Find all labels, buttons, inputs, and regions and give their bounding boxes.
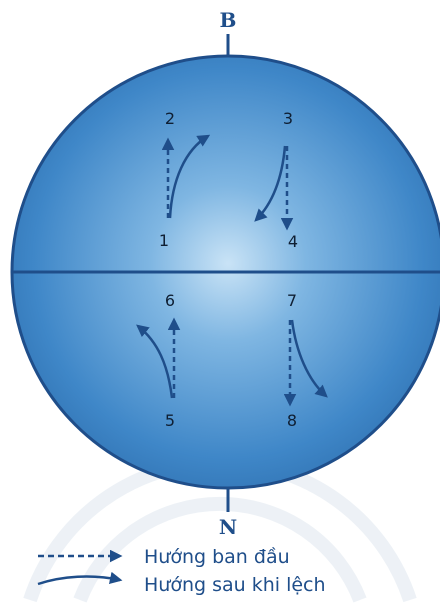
legend-dashed-label: Hướng ban đầu [144, 546, 290, 568]
legend: Hướng ban đầu Hướng sau khi lệch [37, 546, 326, 596]
legend-solid-label: Hướng sau khi lệch [144, 574, 326, 596]
point-label-3: 3 [283, 109, 293, 128]
point-label-4: 4 [288, 232, 298, 251]
point-label-5: 5 [165, 411, 175, 430]
south-pole-label: N [219, 515, 237, 539]
point-label-6: 6 [165, 291, 175, 310]
north-pole-label: B [220, 8, 237, 32]
point-label-1: 1 [159, 231, 169, 250]
point-label-7: 7 [287, 291, 297, 310]
arrow-deflected-7 [290, 319, 328, 398]
point-label-8: 8 [287, 411, 297, 430]
legend-solid-arrow [37, 571, 123, 586]
arrow-deflected-3 [254, 145, 287, 222]
arrow-deflected-1 [168, 134, 211, 219]
arrow-deflected-5 [136, 324, 174, 399]
point-label-2: 2 [165, 109, 175, 128]
